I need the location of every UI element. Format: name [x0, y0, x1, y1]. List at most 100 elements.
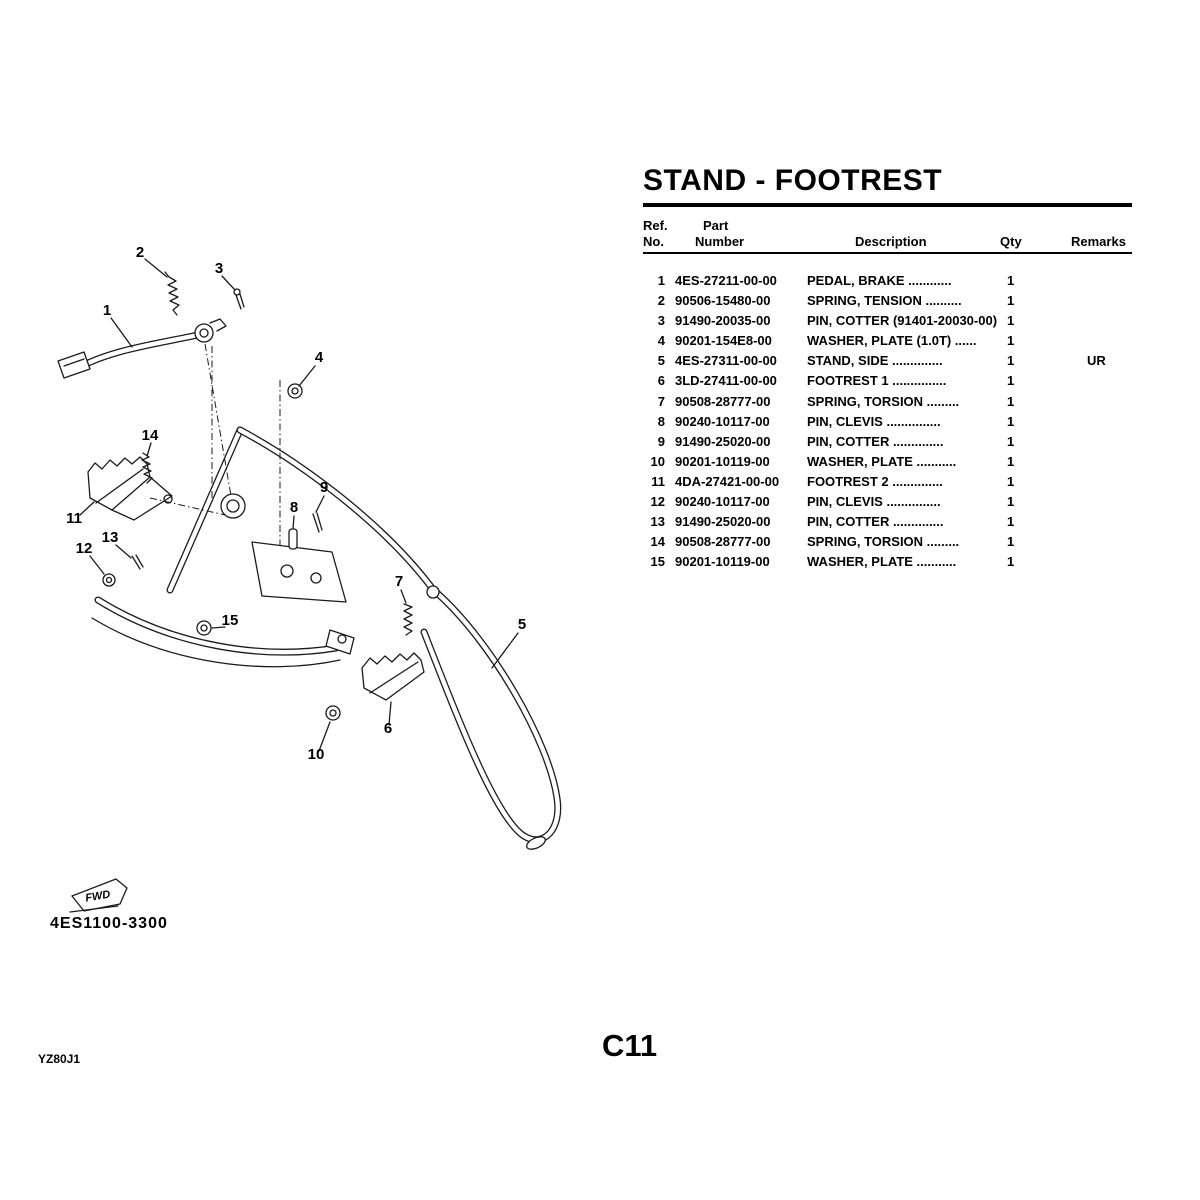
remarks — [1087, 452, 1132, 472]
table-row: 7 90508-28777-00 SPRING, TORSION .........… — [643, 392, 1132, 412]
description: SPRING, TENSION .......... — [807, 293, 962, 309]
part-number: 4DA-27421-00-00 — [675, 473, 780, 489]
callout-number: 14 — [142, 427, 159, 444]
callout-number: 8 — [290, 499, 298, 516]
remarks — [1087, 371, 1132, 391]
page-title: STAND - FOOTREST — [643, 164, 943, 197]
qty: 1 — [1007, 473, 1015, 489]
remarks: UR — [1087, 353, 1106, 369]
part-number: 90508-28777-00 — [675, 393, 771, 409]
part-number: 91490-25020-00 — [675, 514, 771, 530]
qty: 1 — [1007, 514, 1015, 530]
callout-number: 6 — [384, 720, 392, 737]
diagram-code: 4ES1100-3300 — [50, 915, 168, 932]
table-row: 5 4ES-27311-00-00 STAND, SIDE ............… — [643, 351, 1132, 371]
ref-no: 14 — [650, 534, 665, 550]
qty: 1 — [1007, 273, 1015, 288]
description: SPRING, TORSION ......... — [807, 534, 960, 550]
callout-number: 12 — [76, 540, 93, 557]
callout-number: 4 — [315, 349, 324, 366]
remarks — [1087, 432, 1132, 452]
description: WASHER, PLATE ........... — [807, 453, 957, 469]
description: STAND, SIDE .............. — [807, 353, 943, 369]
qty: 1 — [1007, 333, 1015, 349]
description: PIN, CLEVIS ............... — [807, 413, 941, 429]
callout-number: 2 — [136, 244, 144, 261]
header-qty: Qty — [1000, 234, 1022, 249]
description: PIN, COTTER .............. — [807, 433, 944, 449]
remarks — [1087, 392, 1132, 412]
description: FOOTREST 1 ............... — [807, 373, 947, 389]
callout-number: 7 — [395, 573, 403, 590]
part-number: 90201-154E8-00 — [675, 333, 772, 349]
qty: 1 — [1007, 313, 1015, 329]
fwd-label: FWD — [84, 888, 111, 904]
header-part-line1: Part — [703, 218, 729, 233]
part-number: 90240-10117-00 — [675, 494, 770, 510]
ref-no: 3 — [657, 313, 665, 329]
ref-no: 10 — [650, 453, 665, 469]
ref-no: 15 — [650, 554, 665, 570]
qty: 1 — [1007, 534, 1015, 550]
header-remarks: Remarks — [1071, 234, 1126, 249]
ref-no: 6 — [657, 373, 665, 389]
table-row: 14 90508-28777-00 SPRING, TORSION ........… — [643, 532, 1132, 552]
header-ref-line1: Ref. — [643, 218, 668, 233]
qty: 1 — [1007, 494, 1015, 510]
ref-no: 13 — [650, 514, 665, 530]
title-rule — [643, 203, 1132, 207]
remarks — [1087, 311, 1132, 331]
part-number: 3LD-27411-00-00 — [675, 373, 777, 389]
description: SPRING, TORSION ......... — [807, 393, 960, 409]
header-description: Description — [855, 234, 927, 249]
remarks — [1087, 291, 1132, 311]
ref-no: 7 — [657, 393, 665, 409]
remarks — [1087, 492, 1132, 512]
qty: 1 — [1007, 453, 1015, 469]
part-number: 4ES-27311-00-00 — [675, 353, 777, 369]
page-code: C11 — [602, 1028, 658, 1063]
part-number: 91490-20035-00 — [675, 313, 771, 329]
callout-number: 13 — [102, 529, 119, 546]
callout-number: 15 — [222, 612, 239, 629]
table-row: 2 90506-15480-00 SPRING, TENSION .........… — [643, 291, 1132, 311]
ref-no: 5 — [657, 353, 665, 369]
qty: 1 — [1007, 413, 1015, 429]
table-header: Ref. No. Part Number Description Qty Rem… — [643, 218, 1132, 252]
callout-number: 1 — [103, 302, 111, 319]
part-number: 90240-10117-00 — [675, 413, 770, 429]
qty: 1 — [1007, 293, 1015, 309]
remarks — [1087, 472, 1132, 492]
description: WASHER, PLATE (1.0T) ...... — [807, 333, 977, 349]
qty: 1 — [1007, 373, 1015, 389]
qty: 1 — [1007, 353, 1015, 369]
qty: 1 — [1007, 433, 1015, 449]
callout-number: 9 — [320, 479, 328, 496]
part-number: 90506-15480-00 — [675, 293, 771, 309]
table-row: 10 90201-10119-00 WASHER, PLATE ..........… — [643, 452, 1132, 472]
remarks — [1087, 552, 1132, 572]
description: WASHER, PLATE ........... — [807, 554, 957, 570]
remarks — [1087, 412, 1132, 432]
description: PEDAL, BRAKE ............ — [807, 273, 952, 288]
ref-no: 2 — [657, 293, 665, 309]
part-number: 91490-25020-00 — [675, 433, 771, 449]
part-number: 90201-10119-00 — [675, 453, 770, 469]
part-number: 90508-28777-00 — [675, 534, 771, 550]
header-part-line2: Number — [695, 234, 745, 249]
remarks — [1087, 532, 1132, 552]
remarks — [1087, 331, 1132, 351]
remarks — [1087, 512, 1132, 532]
ref-no: 12 — [650, 494, 665, 510]
